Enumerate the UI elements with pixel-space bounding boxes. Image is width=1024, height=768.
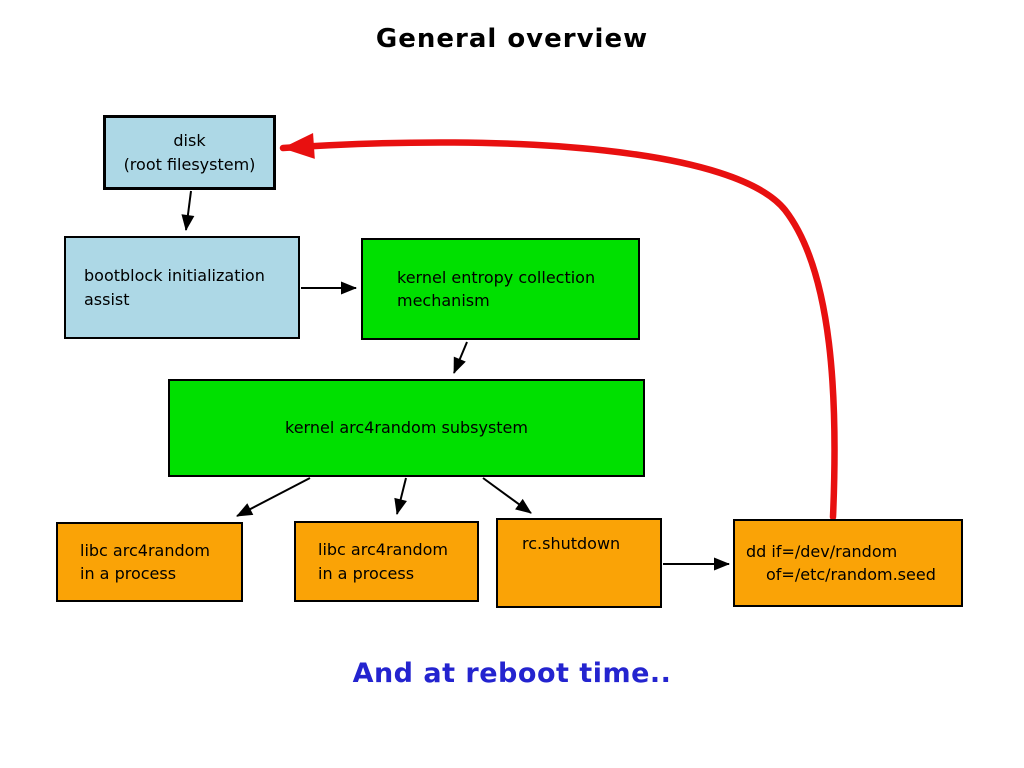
arrow-reboot-seed-to-disk bbox=[279, 132, 838, 521]
libc-process-box-1-line1: libc arc4random bbox=[80, 540, 210, 560]
disk-box: disk (root filesystem) bbox=[103, 115, 276, 190]
arrow-disk-to-bootblock bbox=[181, 190, 195, 231]
disk-box-line1: disk bbox=[173, 131, 206, 151]
libc-process-box-2-line2: in a process bbox=[318, 563, 415, 583]
arrow-arc4random-to-libc2 bbox=[394, 477, 407, 515]
rc-shutdown-box-line1: rc.shutdown bbox=[522, 534, 621, 553]
bootblock-box-line1: bootblock initialization bbox=[84, 266, 265, 286]
disk-box-line2: (root filesystem) bbox=[123, 154, 256, 174]
dd-random-seed-box: dd if=/dev/random of=/etc/random.seed bbox=[733, 519, 963, 607]
kernel-arc4random-box-line1: kernel arc4random subsystem bbox=[285, 418, 528, 438]
arrow-entropy-to-arc4random bbox=[453, 341, 468, 374]
kernel-entropy-box: kernel entropy collection mechanism bbox=[361, 238, 640, 340]
kernel-entropy-box-line1: kernel entropy collection bbox=[397, 267, 596, 287]
bootblock-box-line2: assist bbox=[84, 289, 130, 309]
arrow-arc4random-to-libc1 bbox=[236, 477, 311, 517]
rc-shutdown-box: rc.shutdown bbox=[496, 518, 662, 608]
kernel-arc4random-box: kernel arc4random subsystem bbox=[168, 379, 645, 477]
reboot-time-caption: And at reboot time.. bbox=[352, 658, 672, 689]
libc-process-box-2-line1: libc arc4random bbox=[318, 540, 448, 560]
arrow-arc4random-to-rcshutdown bbox=[482, 477, 532, 514]
slide-title: General overview bbox=[375, 24, 649, 54]
libc-process-box-1: libc arc4random in a process bbox=[56, 522, 243, 602]
bootblock-box: bootblock initialization assist bbox=[64, 236, 300, 339]
kernel-entropy-box-line2: mechanism bbox=[397, 291, 490, 310]
libc-process-box-2: libc arc4random in a process bbox=[294, 521, 479, 602]
dd-random-seed-box-line1: dd if=/dev/random bbox=[746, 541, 898, 561]
libc-process-box-1-line2: in a process bbox=[80, 564, 177, 583]
dd-random-seed-box-line2: of=/etc/random.seed bbox=[766, 565, 936, 584]
